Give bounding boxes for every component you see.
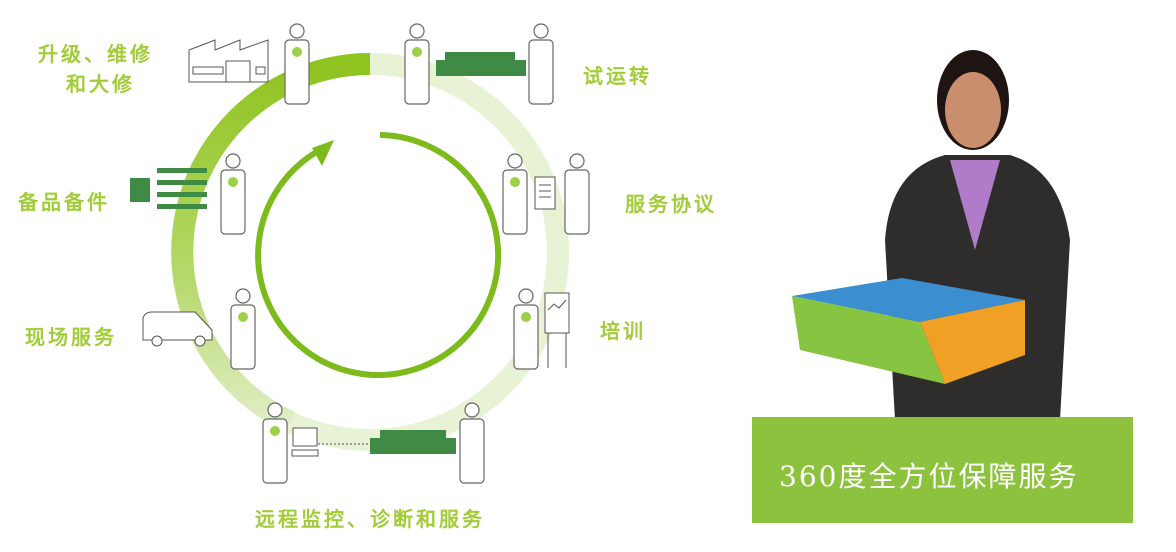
technician-figure-1 xyxy=(284,23,310,105)
agreement-document-icon xyxy=(534,176,556,210)
cycle-arrow xyxy=(255,132,502,378)
arrow-head-icon xyxy=(312,140,334,166)
technician-figure-4 xyxy=(502,153,528,235)
label-spare-parts: 备品备件 xyxy=(18,190,110,214)
label-remote-monitoring: 远程监控、诊断和服务 xyxy=(255,507,485,531)
spare-parts-icon xyxy=(130,168,207,209)
label-service-agreement: 服务协议 xyxy=(625,192,717,216)
technician-figure-5 xyxy=(230,288,256,370)
factory-icon xyxy=(188,39,269,83)
technician-figure-6 xyxy=(513,288,539,370)
service-van-icon xyxy=(142,311,213,347)
label-overhaul: 和大修 xyxy=(66,72,135,96)
technician-figure-2 xyxy=(404,23,430,105)
generator-icon-2 xyxy=(370,430,456,454)
technician-figure-3 xyxy=(220,153,246,235)
training-board-icon xyxy=(544,292,570,368)
customer-figure-3 xyxy=(459,402,485,484)
generator-icon-1 xyxy=(436,52,526,76)
banner-text: 360度全方位保障服务 xyxy=(779,460,1079,493)
customer-figure-2 xyxy=(564,153,590,235)
label-training: 培训 xyxy=(600,319,646,343)
label-field-service: 现场服务 xyxy=(25,325,117,349)
service-banner: 360度全方位保障服务 xyxy=(752,417,1133,523)
service-representative-photo xyxy=(792,50,1070,420)
label-trial-run: 试运转 xyxy=(583,64,652,88)
technician-figure-7 xyxy=(262,402,288,484)
computer-icon xyxy=(291,427,319,457)
label-upgrade: 升级、维修 xyxy=(38,42,153,66)
customer-figure-1 xyxy=(528,23,554,105)
